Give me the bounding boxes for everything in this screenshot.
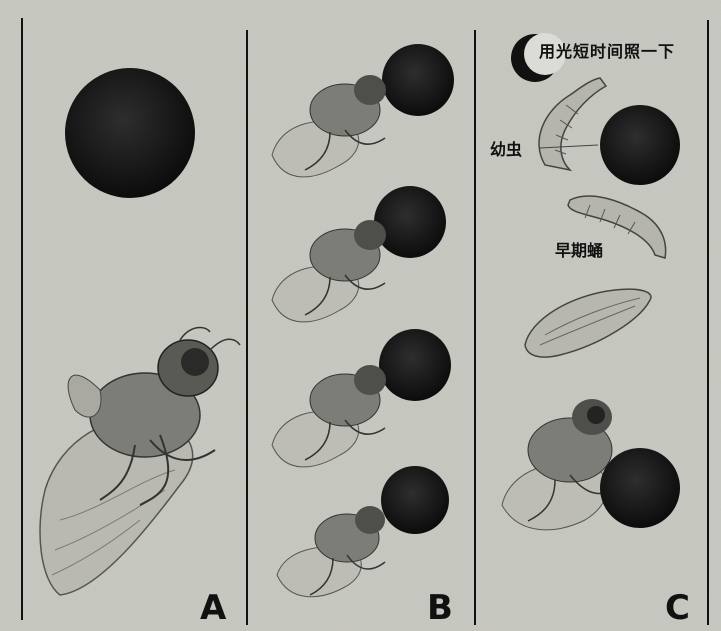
panel-letter-c: C (665, 588, 690, 628)
panel-b-dark-disc-1 (382, 44, 454, 116)
panel-b-dark-disc-3 (379, 329, 451, 401)
panel-letter-b: B (427, 588, 453, 628)
early-pupa-label: 早期蛹 (555, 237, 603, 261)
light-note-label: 用光短时间照一下 (539, 38, 675, 62)
panel-letter-a: A (200, 588, 226, 628)
panel-b-dark-disc-4 (381, 466, 449, 534)
panel-c-dark-disc-top (600, 105, 680, 185)
panel-c-dark-disc-bottom (600, 448, 680, 528)
panel-a-dark-disc (65, 68, 195, 198)
panel-b-dark-disc-2 (374, 186, 446, 258)
larva-label: 幼虫 (490, 136, 522, 160)
